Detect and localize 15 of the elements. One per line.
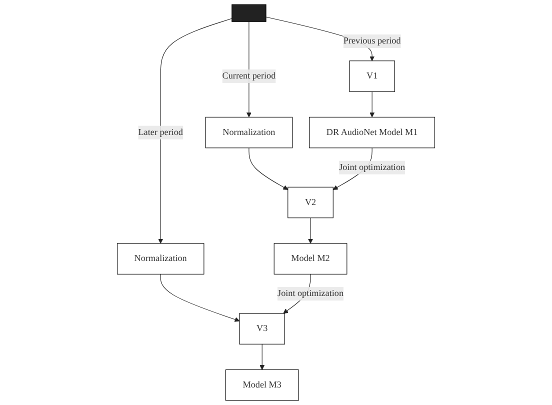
process-box: V1: [349, 60, 395, 92]
arrow: [260, 344, 265, 370]
arrow: [370, 91, 375, 118]
process-box: Normalization: [116, 243, 204, 274]
process-box: DR AudioNet Model M1: [309, 116, 436, 148]
arrow: [308, 218, 314, 244]
waveform-picture: [232, 4, 266, 22]
process-box: V3: [239, 313, 286, 344]
process-box: V2: [288, 186, 334, 218]
process-box: Model M3: [225, 369, 299, 401]
arrow: [248, 148, 288, 190]
arrow: [160, 274, 240, 322]
process-box: Model M2: [274, 243, 348, 274]
arrow: [158, 18, 232, 244]
process-box: Normalization: [205, 116, 293, 148]
